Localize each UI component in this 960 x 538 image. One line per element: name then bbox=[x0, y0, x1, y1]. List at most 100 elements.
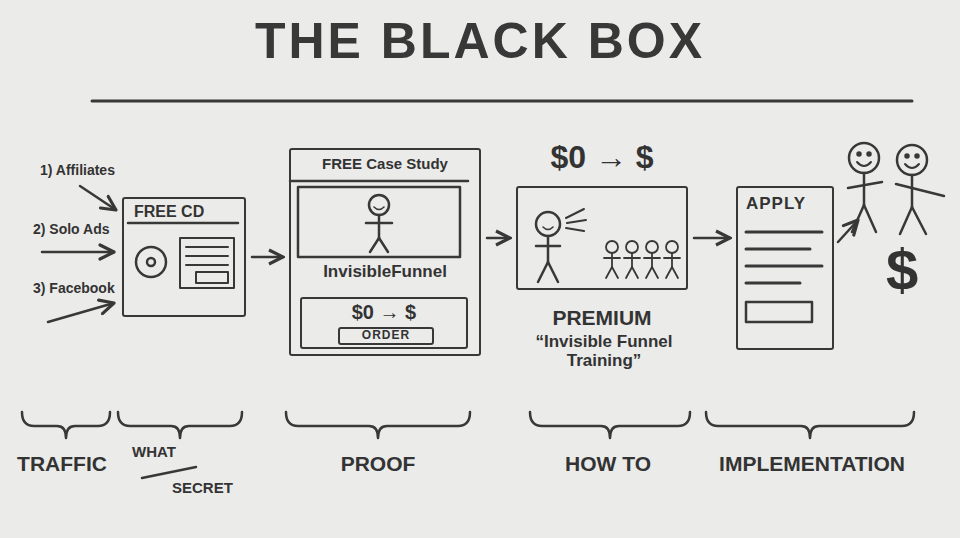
happy-people bbox=[916, 155, 919, 158]
cd-page-drawing bbox=[128, 223, 238, 288]
video-drawing bbox=[646, 267, 652, 278]
happy-people bbox=[848, 143, 944, 234]
form-drawing bbox=[746, 282, 800, 285]
section-brace bbox=[286, 412, 470, 438]
node-text: PREMIUM bbox=[518, 306, 686, 330]
node-heading: ORDER bbox=[340, 329, 432, 342]
order-button: ORDER bbox=[338, 327, 434, 345]
application-form: APPLY bbox=[736, 186, 834, 350]
section-brace bbox=[118, 412, 242, 438]
traffic-arrow bbox=[42, 186, 116, 322]
video-drawing bbox=[666, 241, 678, 253]
video-drawing bbox=[538, 262, 548, 282]
form-drawing bbox=[746, 248, 810, 251]
traffic-arrow bbox=[80, 186, 116, 210]
happy-people bbox=[905, 164, 919, 168]
node-heading: $0 → $ bbox=[518, 140, 686, 176]
form-drawing bbox=[746, 231, 822, 234]
section-label: TRAFFIC bbox=[17, 452, 107, 475]
case-study-drawing bbox=[290, 180, 468, 183]
form-drawing bbox=[746, 232, 822, 322]
cd-page-drawing bbox=[180, 238, 234, 288]
money-sign: $ bbox=[886, 238, 918, 302]
video-drawing bbox=[664, 257, 680, 259]
form-drawing bbox=[746, 302, 812, 322]
section-label: PROOF bbox=[341, 452, 416, 475]
video-drawing bbox=[632, 267, 638, 278]
case-study-drawing bbox=[374, 207, 384, 210]
video-drawing bbox=[604, 257, 620, 259]
flow-arrow bbox=[252, 256, 283, 259]
section-label: HOW TO bbox=[565, 452, 651, 475]
node-heading: APPLY bbox=[746, 194, 826, 213]
case-study-drawing bbox=[290, 181, 468, 257]
cd-page-drawing bbox=[196, 272, 228, 283]
happy-people bbox=[912, 207, 926, 234]
section-brace bbox=[22, 412, 110, 438]
video-drawing bbox=[672, 267, 678, 278]
video-drawing bbox=[548, 262, 558, 282]
happy-people bbox=[911, 175, 914, 207]
cd-page-drawing bbox=[128, 222, 238, 225]
title-rule bbox=[92, 100, 912, 103]
happy-people bbox=[897, 145, 927, 175]
case-study-box: FREE Case StudyInvisibleFunnel $0 → $ ORDE… bbox=[289, 148, 481, 356]
video-drawing bbox=[631, 253, 633, 267]
video-drawing bbox=[612, 267, 618, 278]
flow-arrow bbox=[487, 237, 510, 240]
happy-people bbox=[857, 162, 871, 166]
section-brace bbox=[22, 412, 914, 438]
video-drawing bbox=[566, 209, 584, 218]
video-drawing bbox=[651, 253, 653, 267]
cd-page-drawing bbox=[186, 246, 228, 248]
video-drawing bbox=[567, 220, 586, 223]
node-heading: FREE CD bbox=[134, 203, 238, 221]
happy-people bbox=[868, 153, 871, 156]
traffic-source: 2) Solo Ads bbox=[33, 222, 110, 237]
video-drawing bbox=[646, 241, 658, 253]
happy-people bbox=[900, 207, 912, 234]
case-study-drawing bbox=[378, 215, 381, 238]
case-study-drawing bbox=[369, 195, 389, 215]
landing-page-box: FREE CD bbox=[122, 197, 246, 317]
traffic-arrow bbox=[48, 303, 114, 322]
flow-arrow bbox=[694, 237, 730, 240]
case-study-drawing bbox=[370, 238, 379, 252]
video-drawing bbox=[604, 241, 680, 278]
section-brace bbox=[530, 412, 690, 438]
traffic-arrow bbox=[42, 251, 114, 254]
video-drawing bbox=[543, 227, 553, 230]
happy-people bbox=[852, 205, 864, 232]
video-drawing bbox=[536, 245, 560, 248]
case-study-drawing bbox=[366, 222, 392, 225]
cd-page-drawing bbox=[136, 247, 166, 277]
video-drawing bbox=[536, 209, 680, 282]
cd-page-drawing bbox=[147, 258, 155, 266]
offer-box: $0 → $ ORDER bbox=[300, 297, 468, 349]
node-text: “Invisible Funnel Training” bbox=[508, 332, 700, 370]
node-heading: $0 → $ bbox=[302, 301, 466, 323]
section-brace bbox=[706, 412, 914, 438]
happy-people bbox=[864, 205, 876, 232]
video-drawing bbox=[666, 267, 672, 278]
video-drawing bbox=[611, 253, 613, 267]
cd-page-drawing bbox=[186, 255, 228, 257]
happy-people bbox=[849, 143, 879, 173]
traffic-source: 1) Affiliates bbox=[40, 163, 115, 178]
happy-people bbox=[863, 173, 866, 205]
cd-page-drawing bbox=[186, 264, 228, 266]
form-drawing bbox=[746, 265, 822, 268]
case-study-drawing bbox=[379, 238, 388, 252]
what-secret-slash bbox=[142, 467, 196, 478]
node-text: InvisibleFunnel bbox=[291, 262, 479, 281]
video-drawing bbox=[606, 241, 618, 253]
section-label: IMPLEMENTATION bbox=[719, 452, 905, 475]
video-drawing bbox=[547, 236, 550, 262]
node-heading: FREE Case Study bbox=[291, 156, 479, 173]
video-drawing bbox=[566, 228, 584, 231]
video-drawing bbox=[626, 241, 638, 253]
section-label: WHAT bbox=[132, 444, 176, 461]
case-study-drawing bbox=[298, 187, 460, 257]
video-box: $0 → $PREMIUM“Invisible Funnel Training” bbox=[516, 186, 688, 290]
